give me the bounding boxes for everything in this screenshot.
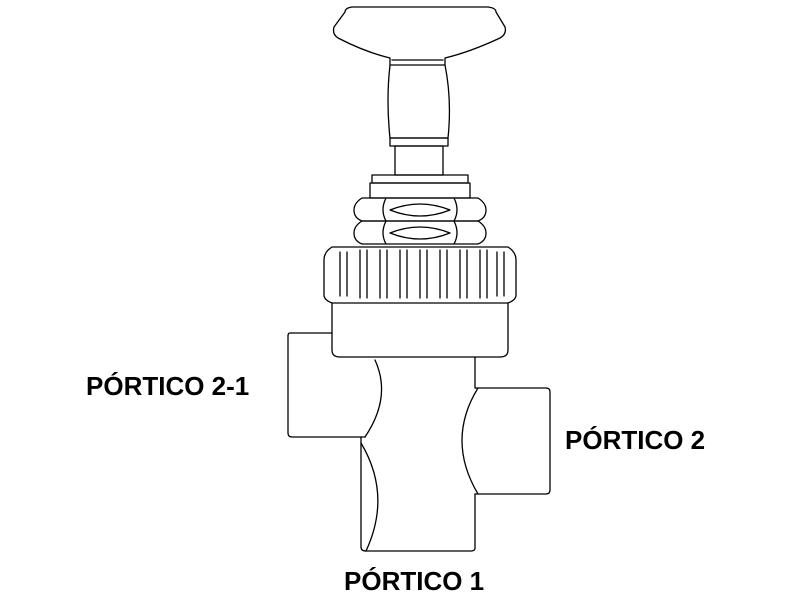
valve-stem <box>387 64 451 176</box>
valve-knob <box>332 6 507 66</box>
body-collar <box>331 302 509 358</box>
valve-bonnet-top <box>369 174 471 199</box>
port-2-1-label: PÓRTICO 2-1 <box>86 371 250 401</box>
hex-nut <box>353 197 487 245</box>
knurled-nut <box>323 246 517 304</box>
port-2-label: PÓRTICO 2 <box>565 425 706 455</box>
port-1-label: PÓRTICO 1 <box>344 566 485 596</box>
port-2-1-boss <box>287 332 383 438</box>
port-2-boss <box>461 387 551 495</box>
port-1-body <box>360 356 476 552</box>
